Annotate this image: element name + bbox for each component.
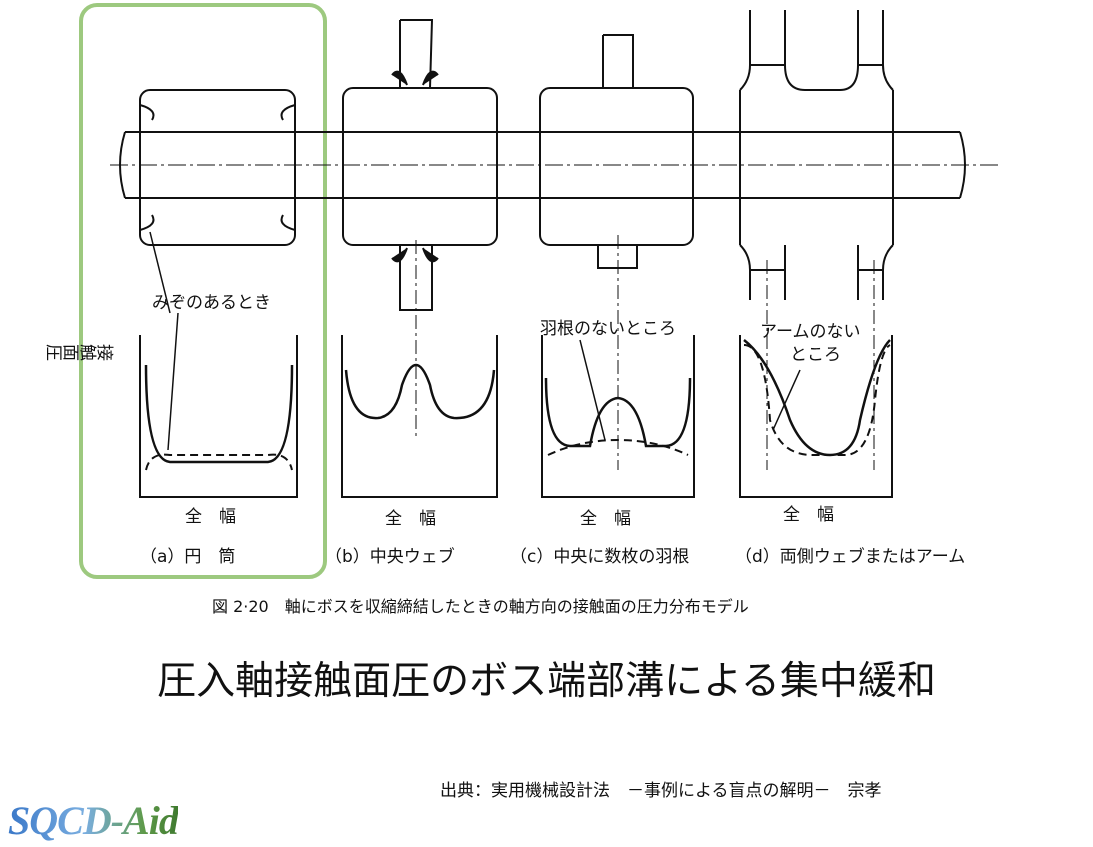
width-label-c: 全 幅 — [580, 509, 631, 529]
boss-a — [139, 89, 296, 246]
width-label-a: 全 幅 — [185, 507, 236, 527]
graph-box-d — [739, 335, 893, 498]
no-arm-label-2: ところ — [790, 345, 841, 365]
y-axis-label: 接触面圧 — [46, 340, 114, 361]
graph-box-c — [541, 335, 695, 498]
curve-c-solid — [544, 377, 692, 448]
curve-b — [344, 363, 496, 420]
slide-title: 圧入軸接触面圧のボス端部溝による集中緩和 — [157, 659, 936, 704]
width-label-d: 全 幅 — [783, 505, 834, 525]
graph-box-b — [341, 335, 498, 498]
shaft — [110, 131, 1000, 199]
caption-b: （b）中央ウェブ — [325, 546, 455, 567]
caption-a: （a）円 筒 — [140, 547, 235, 567]
width-label-b: 全 幅 — [385, 509, 436, 529]
graph-box-a — [139, 335, 298, 498]
caption-d: （d）両側ウェブまたはアーム — [735, 546, 965, 567]
curve-a-dashed — [145, 453, 293, 471]
source-citation: 出典：実用機械設計法 －事例による盲点の解明－ 宗孝 — [440, 781, 882, 801]
figure-caption: 図 2·20 軸にボスを収縮締結したときの軸方向の接触面の圧力分布モデル — [212, 597, 749, 616]
curve-c-dashed — [547, 438, 689, 456]
no-blade-label: 羽根のないところ — [540, 319, 676, 339]
no-arm-label: アームのない — [760, 322, 860, 342]
boss-c — [539, 34, 694, 269]
curve-a-solid — [144, 364, 294, 464]
sqcd-aid-logo: SQCD-Aid — [8, 798, 179, 843]
caption-c: （c）中央に数枚の羽根 — [510, 547, 689, 567]
boss-d — [739, 10, 894, 300]
highlight-frame — [79, 3, 327, 579]
curve-d-dashed — [743, 344, 891, 456]
groove-label: みぞのあるとき — [152, 293, 271, 313]
